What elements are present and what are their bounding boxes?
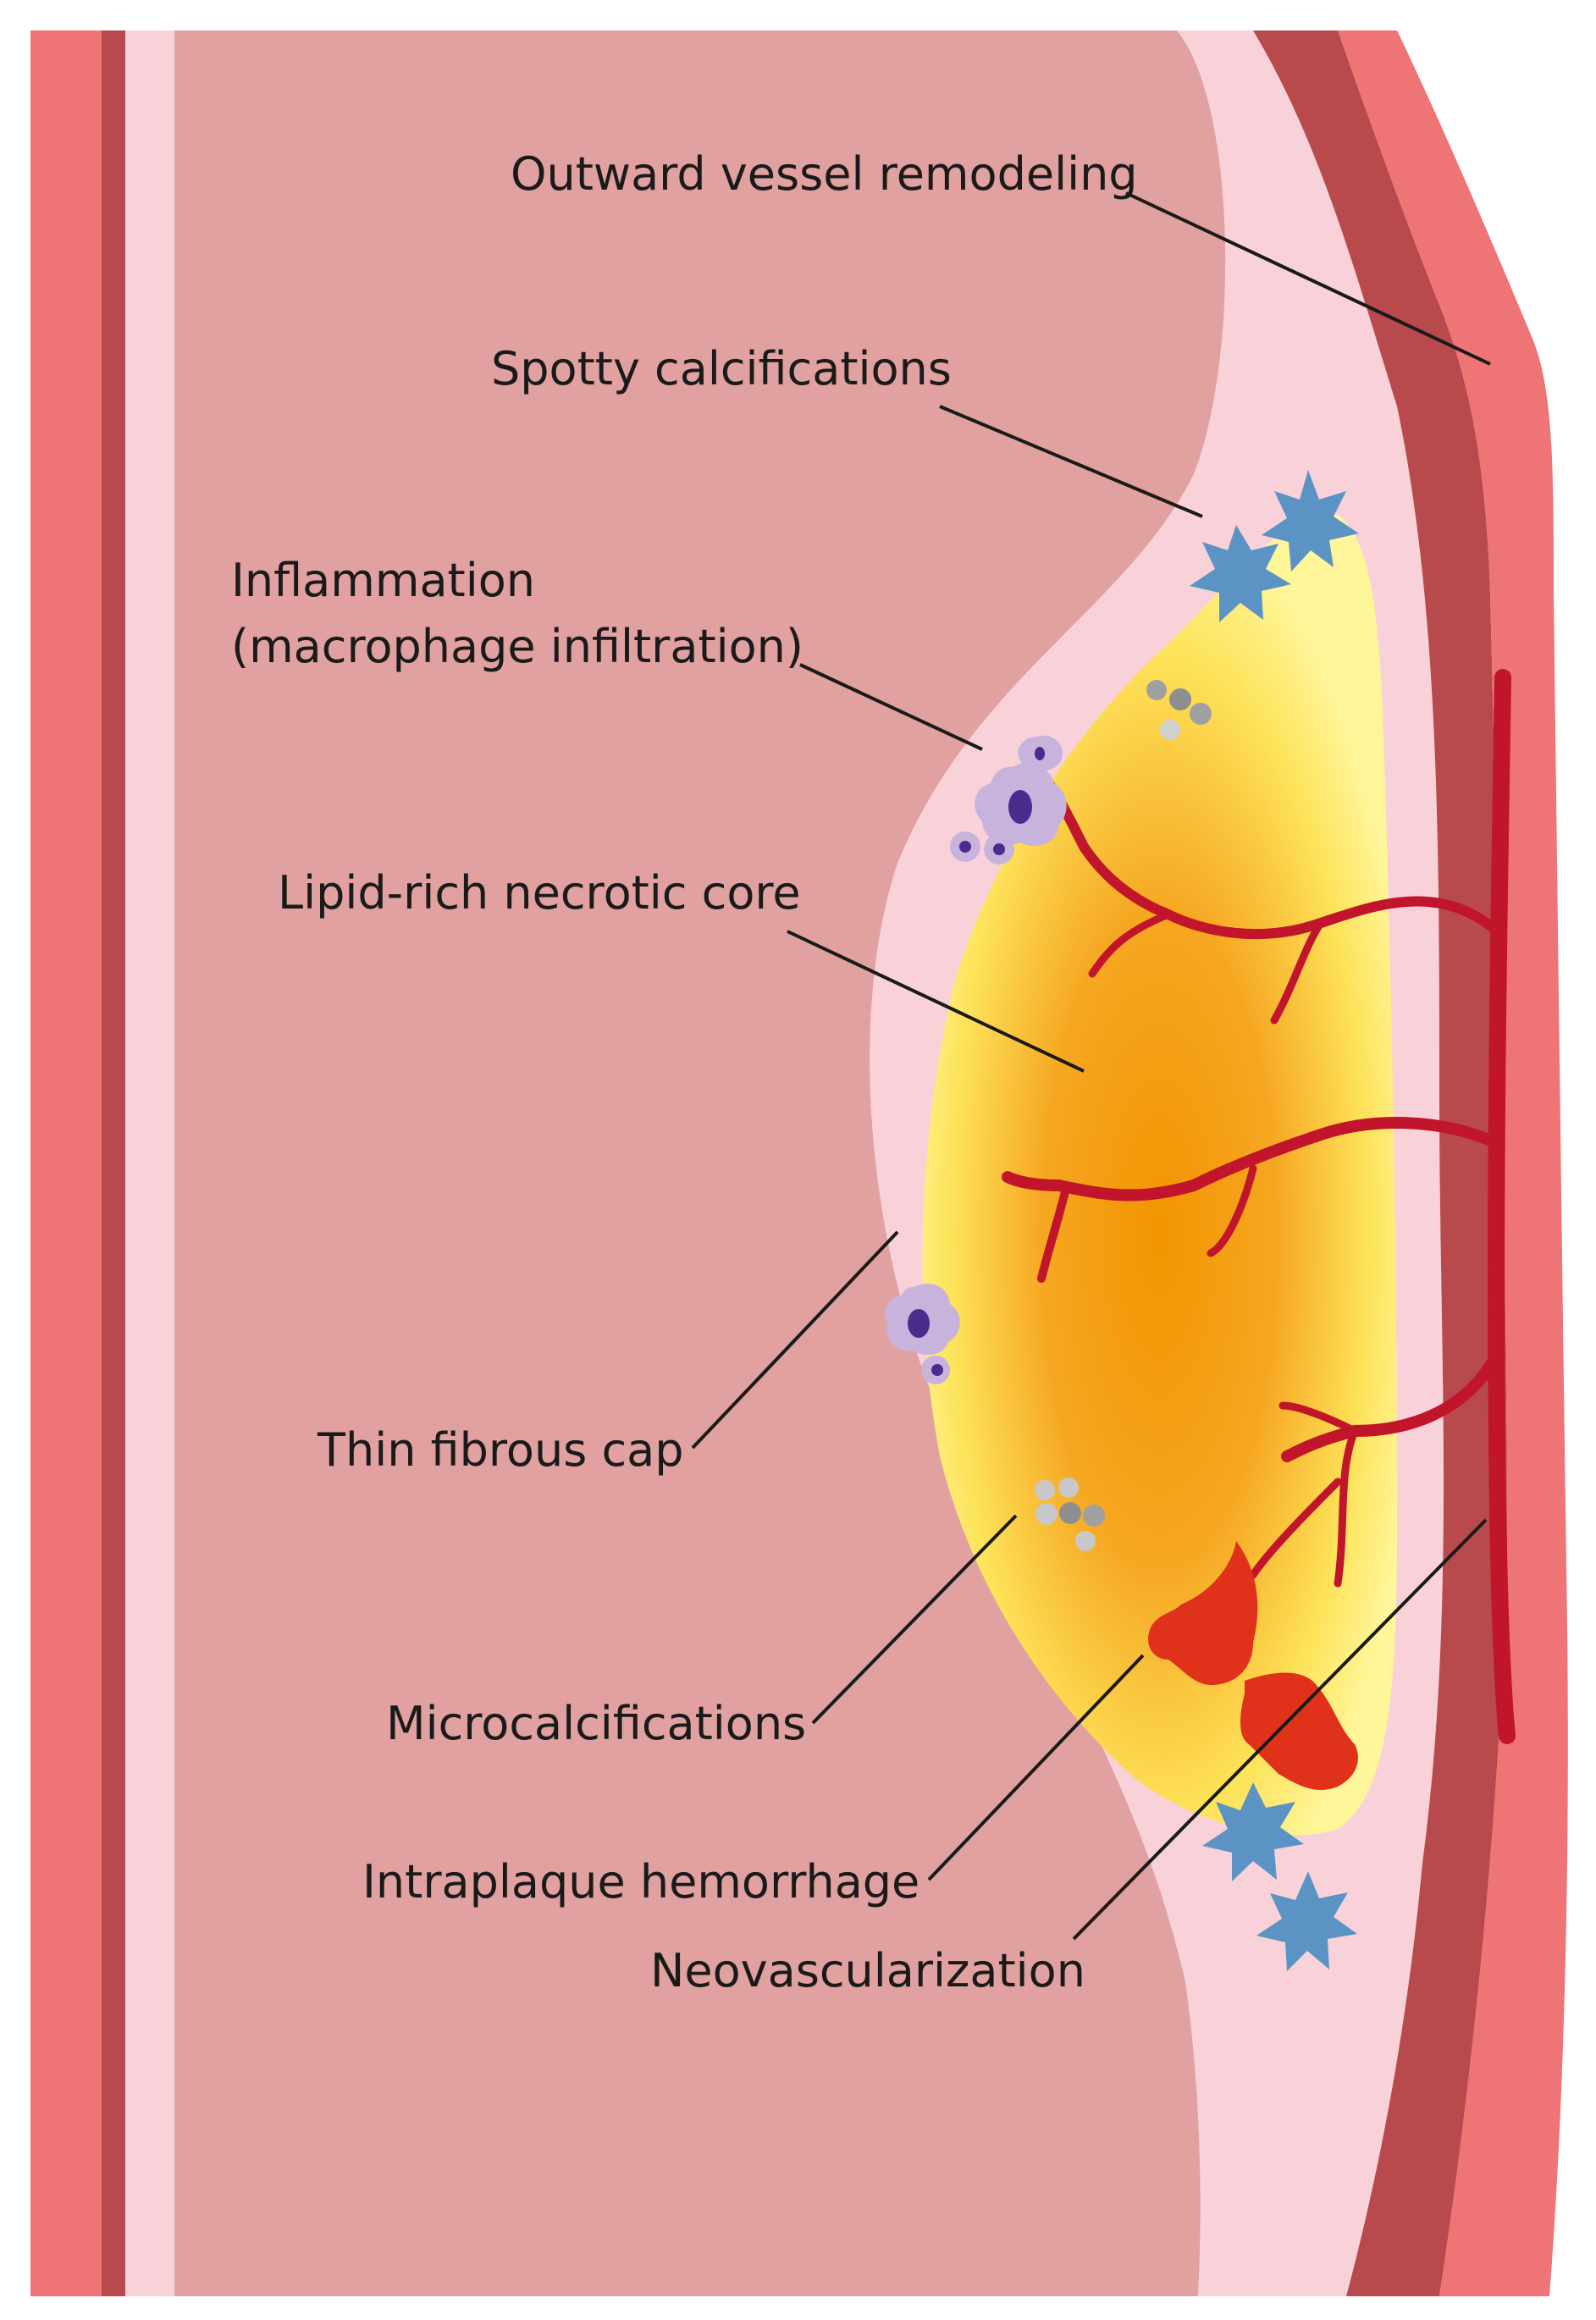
neovessel-trunk <box>1488 669 1516 1744</box>
neovessel-middle <box>1002 1117 1503 1201</box>
microcalc-dot <box>1035 1480 1055 1500</box>
leader-microcalcifications <box>811 1514 1018 1725</box>
microcalcifications <box>1035 680 1212 1551</box>
microcalc-dot <box>1160 720 1180 740</box>
label-neovascularization: Neovascularization <box>650 1944 1085 1997</box>
calcification-star <box>1190 525 1291 622</box>
macrophage-nucleus <box>959 841 971 853</box>
microcalc-dot <box>1059 1502 1081 1524</box>
neovessel-lower <box>1281 1349 1503 1462</box>
neovessel-middle-branch2 <box>1207 1164 1257 1257</box>
spotty-calcifications <box>1190 470 1359 1971</box>
label-lipid-core: Lipid-rich necrotic core <box>278 866 801 920</box>
microcalc-dot <box>1075 1531 1096 1551</box>
hemorrhage-blob <box>1148 1541 1258 1685</box>
label-spotty-calcifications: Spotty calcifications <box>491 342 952 395</box>
calcification-star <box>1262 470 1359 572</box>
label-microcalcifications: Microcalcifications <box>386 1697 807 1750</box>
vessel-lumen <box>174 30 1226 2296</box>
leader-lines <box>691 191 1491 1941</box>
left-outer-wall <box>30 30 102 2296</box>
neovessel-upper-branch2 <box>1270 919 1325 1025</box>
neovessel-upper-branch1 <box>1088 910 1173 978</box>
leader-spotty-calcifications <box>939 405 1203 518</box>
microcalc-dot <box>1058 1478 1079 1498</box>
microcalc-dot <box>1146 680 1167 700</box>
leader-thin-cap <box>691 1230 899 1450</box>
microcalc-dot <box>1169 688 1191 710</box>
calcification-star <box>1202 1782 1304 1881</box>
microcalc-dot <box>1190 703 1212 725</box>
label-hemorrhage: Intraplaque hemorrhage <box>362 1855 920 1908</box>
leader-hemorrhage <box>927 1654 1145 1881</box>
microcalc-dot <box>1083 1505 1105 1527</box>
label-outward-remodeling: Outward vessel remodeling <box>511 147 1138 201</box>
macrophages <box>885 735 1067 1384</box>
hemorrhage-blobs <box>1148 1541 1358 1791</box>
neovessel-middle-branch1 <box>1037 1181 1071 1283</box>
neovessel-lower-branch2 <box>1334 1427 1359 1588</box>
neovessel-upper <box>1041 774 1502 940</box>
neovessel-lower-branch1 <box>1278 1401 1359 1435</box>
right-media <box>1253 30 1507 2296</box>
left-media <box>102 30 125 2296</box>
neovessel-lower-branch3 <box>1249 1478 1342 1579</box>
macrophage-nucleus <box>1035 747 1045 760</box>
macrophage-nucleus <box>1008 790 1032 824</box>
calcification-star <box>1256 1871 1357 1971</box>
macrophage-nucleus <box>993 843 1005 855</box>
label-thin-cap: Thin fibrous cap <box>318 1423 684 1477</box>
label-inflammation: Inflammation <box>231 554 535 607</box>
microcalc-dot <box>1035 1503 1058 1525</box>
label-inflammation-detail: (macrophage infiltration) <box>231 620 804 673</box>
left-intima <box>125 30 174 2296</box>
leader-lipid-core <box>787 930 1085 1073</box>
macrophage-nucleus <box>908 1309 930 1338</box>
hemorrhage-blob <box>1240 1672 1358 1791</box>
neovessels <box>1002 669 1516 1744</box>
leader-neovascularization <box>1072 1518 1488 1941</box>
macrophage-nucleus <box>931 1364 943 1376</box>
leader-outward-remodeling <box>1125 191 1491 366</box>
leader-inflammation <box>799 663 983 751</box>
